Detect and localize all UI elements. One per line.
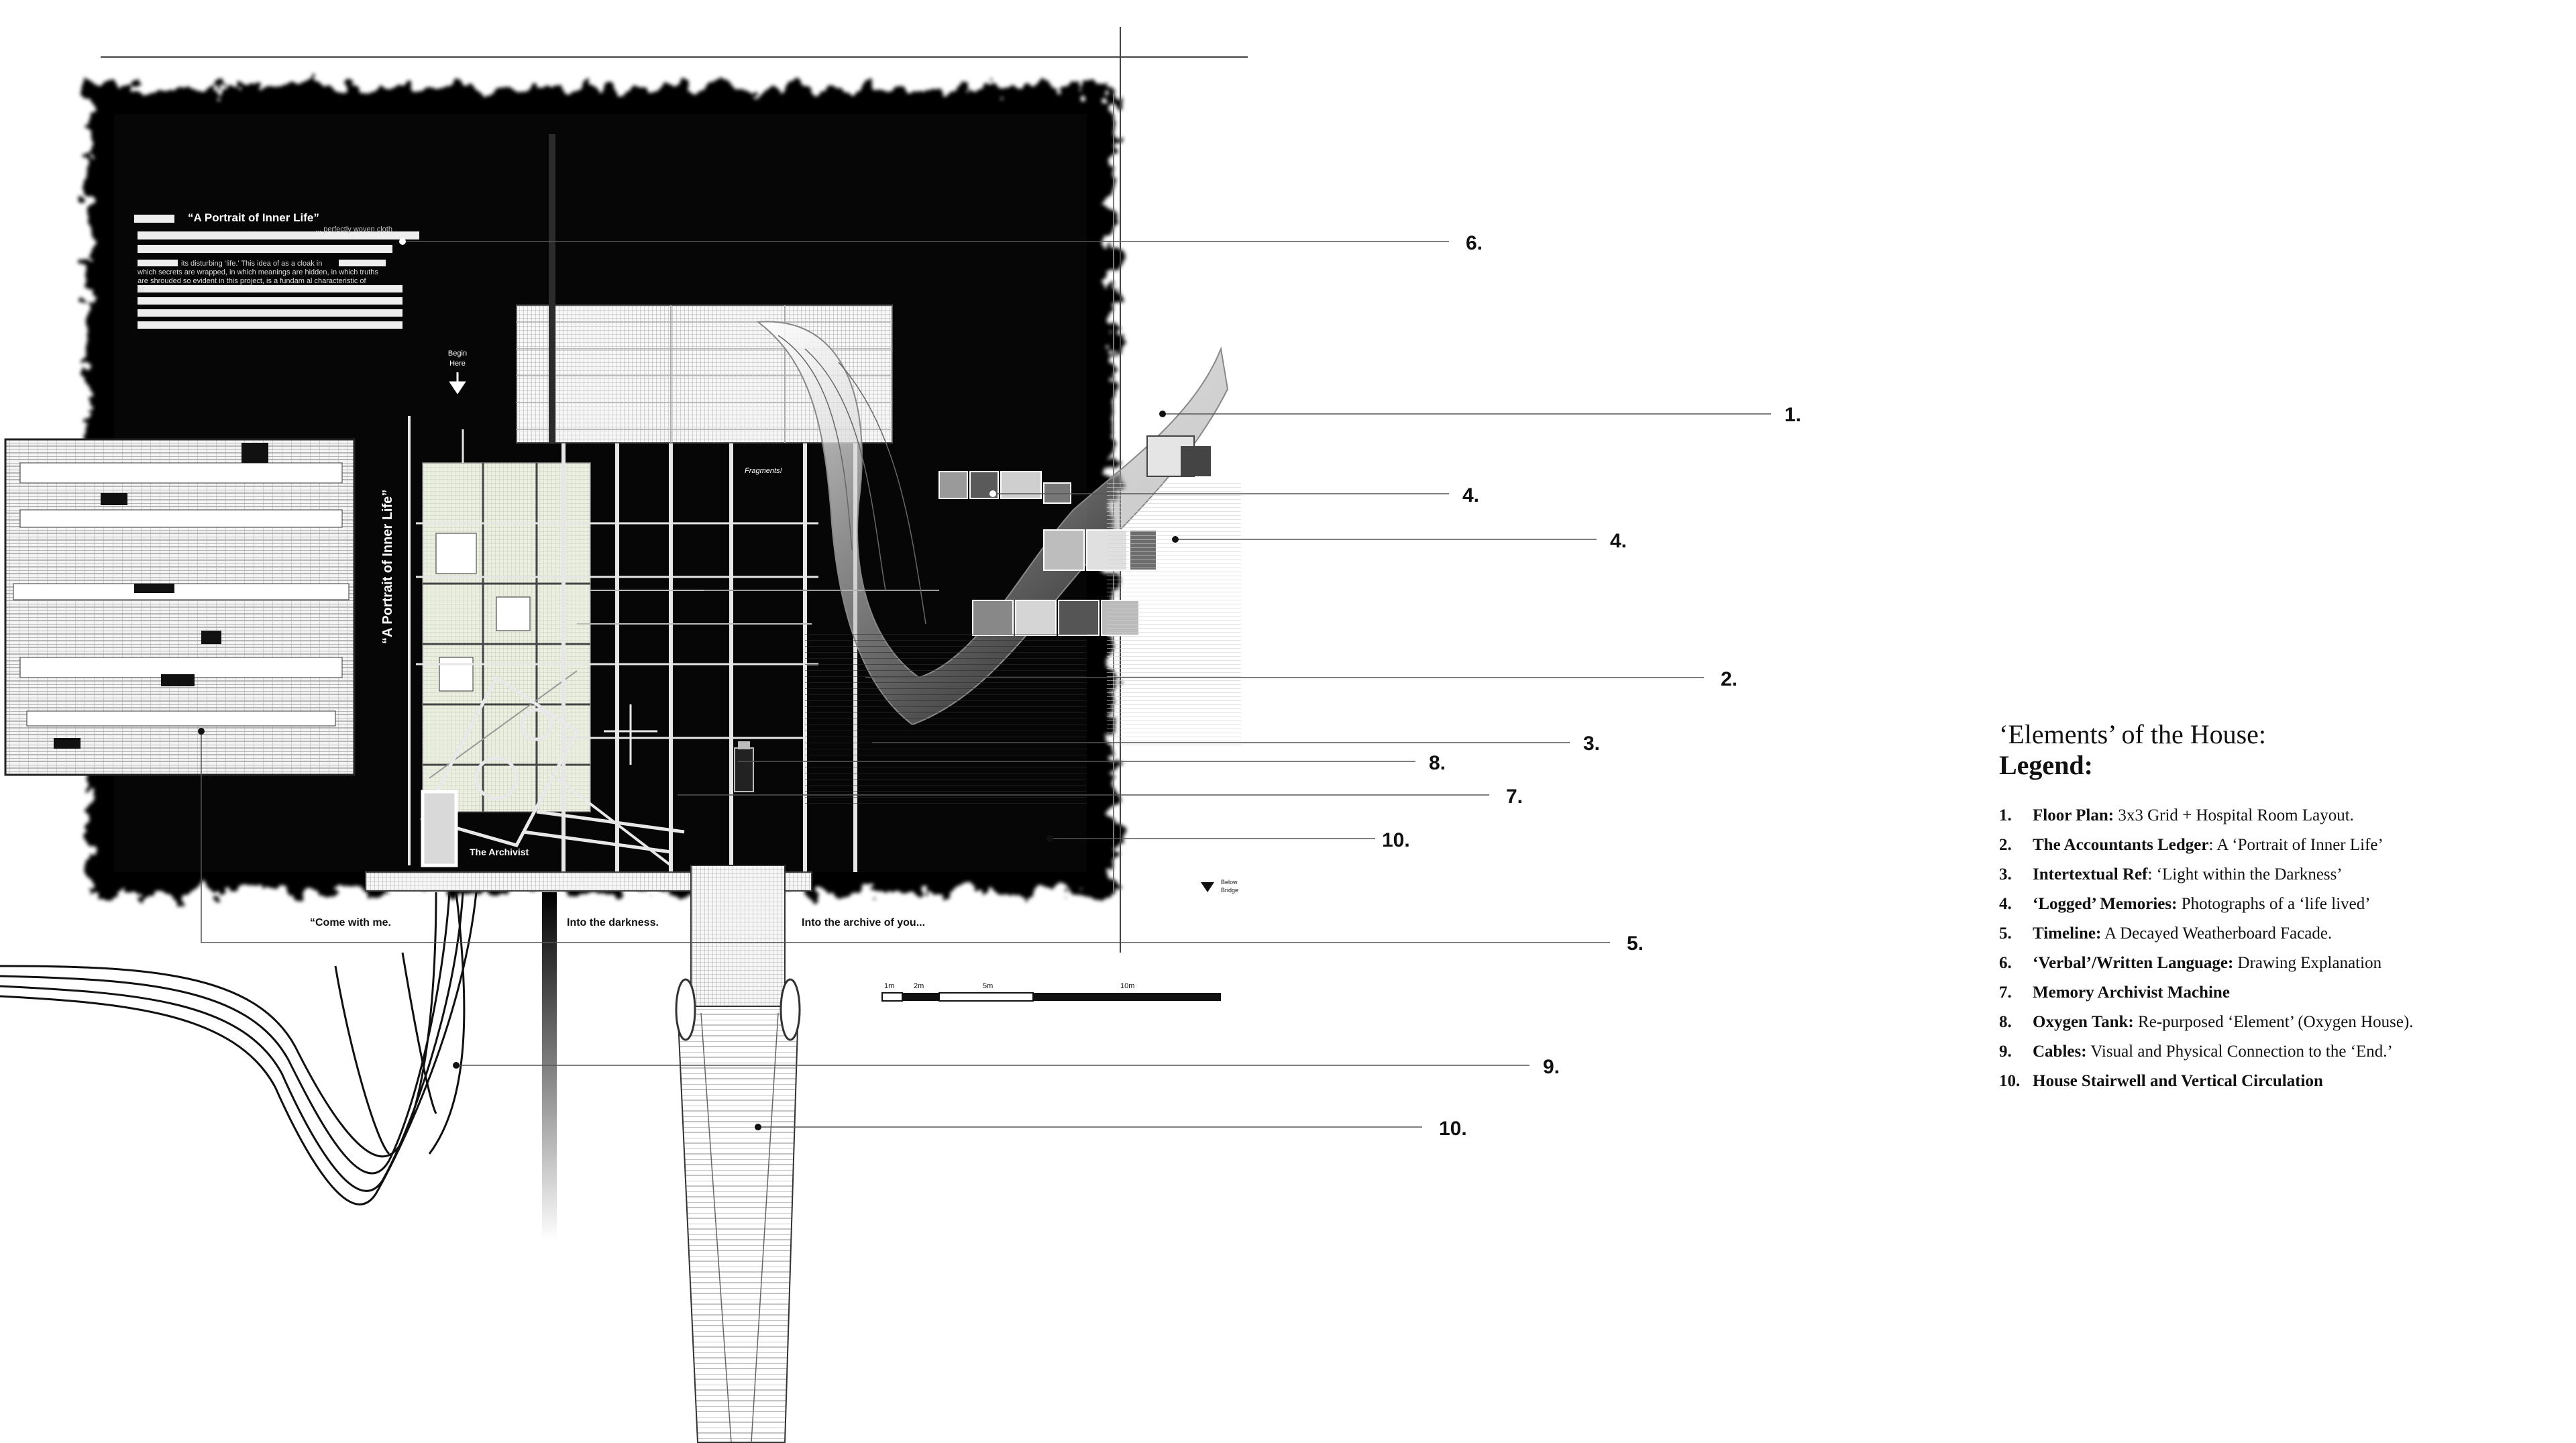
legend-item-number: 8. bbox=[1999, 1013, 2012, 1031]
intro-text: its disturbing ‘life.’ This idea of as a… bbox=[137, 260, 378, 294]
legend-item-desc: 3x3 Grid + Hospital Room Layout. bbox=[2114, 806, 2354, 824]
narrative-captions: “Come with me. Into the darkness. Into t… bbox=[310, 917, 925, 928]
legend-item-term: ‘Logged’ Memories: bbox=[2033, 895, 2178, 913]
legend-title: ‘Elements’ of the House: bbox=[1999, 719, 2267, 749]
begin-here-label-1: Begin bbox=[448, 350, 467, 358]
legend-item: 1. Floor Plan: 3x3 Grid + Hospital Room L… bbox=[1999, 801, 2549, 831]
legend-item-number: 7. bbox=[1999, 983, 2012, 1002]
scale-label-5m: 5m bbox=[983, 982, 993, 990]
callout-3: 3. bbox=[1583, 733, 1600, 755]
callout-8: 8. bbox=[1429, 752, 1446, 774]
caption-come-with-me: “Come with me. bbox=[310, 917, 391, 928]
caption-into-darkness: Into the darkness. bbox=[567, 917, 659, 928]
legend-item-term: House Stairwell and Vertical Circulation bbox=[2033, 1072, 2323, 1090]
headline-aside: ... perfectly woven cloth bbox=[315, 225, 392, 233]
callout-2: 2. bbox=[1721, 668, 1737, 690]
legend-item-desc: : A ‘Portrait of Inner Life’ bbox=[2208, 836, 2383, 854]
weatherboard-facade bbox=[4, 438, 356, 776]
legend-item-number: 3. bbox=[1999, 865, 2012, 884]
legend-item: 2. The Accountants Ledger: A ‘Portrait of… bbox=[1999, 831, 2549, 860]
structural-scaffold bbox=[408, 416, 939, 872]
legend-item-term: Oxygen Tank: bbox=[2033, 1013, 2134, 1031]
legend-item-number: 2. bbox=[1999, 836, 2012, 854]
below-label-2: Bridge bbox=[1221, 887, 1238, 894]
caption-into-archive: Into the archive of you... bbox=[802, 917, 925, 928]
callout-4-upper: 4. bbox=[1462, 484, 1479, 506]
callout-numbers: 6. 1. 4. 4. 2. 3. 8. 7. 10. 5. 9. 10. bbox=[1382, 232, 1801, 1140]
cables bbox=[0, 892, 478, 1206]
intro-line-4: all bbox=[138, 286, 145, 294]
ledger-sheet-drape bbox=[756, 321, 1229, 726]
oxygen-tank bbox=[734, 741, 754, 792]
callout-6: 6. bbox=[1466, 232, 1483, 254]
house-stairwell bbox=[675, 865, 801, 1443]
archivist-label: The Archivist bbox=[470, 847, 529, 857]
legend-item: 8. Oxygen Tank: Re-purposed ‘Element’ (Ox… bbox=[1999, 1008, 2549, 1037]
callout-9: 9. bbox=[1543, 1056, 1560, 1078]
legend-item: 7. Memory Archivist Machine bbox=[1999, 978, 2549, 1008]
callout-7: 7. bbox=[1506, 786, 1523, 808]
intro-line-3: are shrouded so evident in this project,… bbox=[138, 277, 367, 285]
redaction-bars bbox=[134, 215, 419, 329]
below-label-1: Below bbox=[1221, 879, 1238, 886]
leader-lines bbox=[201, 241, 1771, 1128]
legend-panel: ‘Elements’ of the House: Legend: 1. Floor… bbox=[1999, 719, 2549, 1096]
scale-bar: 1m 2m 5m 10m bbox=[881, 982, 1221, 1002]
legend-subtitle: Legend: bbox=[1999, 750, 2093, 780]
triangle-marker-icon bbox=[1201, 882, 1214, 892]
legend-item-term: Intertextual Ref bbox=[2033, 865, 2148, 884]
legend-item: 4. ‘Logged’ Memories: Photographs of a ‘l… bbox=[1999, 890, 2549, 919]
legend-item-desc: Visual and Physical Connection to the ‘E… bbox=[2086, 1043, 2393, 1061]
callout-10-upper: 10. bbox=[1382, 829, 1410, 851]
begin-here-marker: Begin Here bbox=[448, 350, 467, 394]
legend-item-number: 1. bbox=[1999, 806, 2012, 824]
legend-item-number: 4. bbox=[1999, 895, 2012, 913]
arrow-down-icon bbox=[449, 372, 466, 394]
leader-dots-light bbox=[399, 238, 996, 497]
legend-item-term: Timeline: bbox=[2033, 924, 2102, 943]
legend-item: 9. Cables: Visual and Physical Connection… bbox=[1999, 1037, 2549, 1067]
legend-item-term: The Accountants Ledger bbox=[2033, 836, 2209, 854]
legend-item-desc: Drawing Explanation bbox=[2233, 954, 2382, 972]
callout-10-lower: 10. bbox=[1439, 1118, 1467, 1140]
fragments-label: Fragments! bbox=[745, 467, 782, 475]
intro-line-2: which secrets are wrapped, in which mean… bbox=[137, 268, 378, 276]
leader-dots bbox=[198, 411, 1179, 1130]
legend-item-term: ‘Verbal’/Written Language: bbox=[2033, 954, 2234, 972]
callout-1: 1. bbox=[1784, 404, 1801, 426]
legend-list: 1. Floor Plan: 3x3 Grid + Hospital Room L… bbox=[1999, 801, 2549, 1096]
legend-item: 3. Intertextual Ref: ‘Light within the Da… bbox=[1999, 860, 2549, 890]
vertical-title: “A Portrait of Inner Life” bbox=[380, 490, 395, 644]
legend-item-term: Floor Plan: bbox=[2033, 806, 2114, 824]
callout-5: 5. bbox=[1627, 932, 1644, 955]
archivist-machine bbox=[420, 675, 685, 867]
scale-label-10m: 10m bbox=[1120, 982, 1134, 990]
intro-line-1: its disturbing ‘life.’ This idea of as a… bbox=[181, 260, 322, 268]
legend-item: 10. House Stairwell and Vertical Circulat… bbox=[1999, 1067, 2549, 1096]
legend-item-term: Memory Archivist Machine bbox=[2033, 983, 2230, 1002]
legend-item: 6. ‘Verbal’/Written Language: Drawing Exp… bbox=[1999, 949, 2549, 978]
legend-item-number: 5. bbox=[1999, 924, 2012, 943]
below-marker: Below Bridge bbox=[1201, 879, 1238, 894]
legend-item-number: 6. bbox=[1999, 954, 2012, 972]
vertical-shaft bbox=[542, 134, 557, 1241]
begin-here-label-2: Here bbox=[449, 360, 466, 368]
legend-item-term: Cables: bbox=[2033, 1043, 2087, 1061]
extension-lines bbox=[805, 480, 1241, 805]
drawing-headline: “A Portrait of Inner Life” bbox=[188, 211, 319, 224]
scale-label-1m: 1m bbox=[884, 982, 894, 990]
scale-label-2m: 2m bbox=[914, 982, 924, 990]
callout-4-lower: 4. bbox=[1610, 530, 1627, 552]
legend-item-desc: A Decayed Weatherboard Facade. bbox=[2101, 924, 2332, 943]
legend-item-desc: Re-purposed ‘Element’ (Oxygen House). bbox=[2133, 1013, 2414, 1031]
legend-item-number: 10. bbox=[1999, 1072, 2021, 1090]
legend-item: 5. Timeline: A Decayed Weatherboard Facad… bbox=[1999, 919, 2549, 949]
legend-item-desc: Photographs of a ‘life lived’ bbox=[2177, 895, 2371, 913]
legend-item-number: 9. bbox=[1999, 1043, 2012, 1061]
legend-item-desc: : ‘Light within the Darkness’ bbox=[2147, 865, 2343, 884]
